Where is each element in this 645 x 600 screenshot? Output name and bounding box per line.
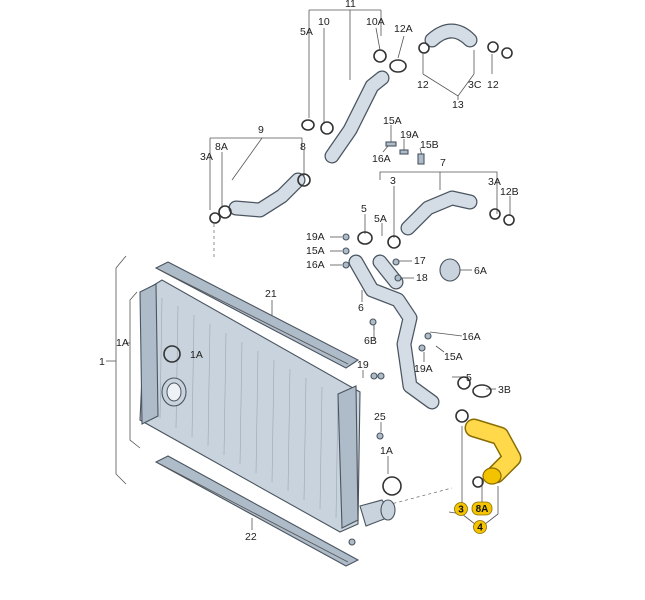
label-15A-low: 15A (444, 351, 463, 363)
label-15B: 15B (420, 139, 439, 151)
label-1A-low: 1A (380, 445, 393, 457)
highlighted-hose (464, 418, 522, 485)
badge-8A[interactable]: 8A (471, 501, 493, 516)
label-1A-inner: 1A (190, 349, 203, 361)
label-5A-mid: 5A (374, 213, 387, 225)
label-3A-right: 3A (488, 176, 501, 188)
label-12B: 12B (500, 186, 519, 198)
label-3A-left: 3A (200, 151, 213, 163)
intercooler-assembly (139, 261, 396, 567)
label-12-a: 12 (417, 79, 429, 91)
label-12A: 12A (394, 23, 413, 35)
label-3-right: 3 (390, 175, 396, 187)
label-6A: 6A (474, 265, 487, 277)
label-3B: 3B (498, 384, 511, 396)
part-labels: 11 10 10A 12A 5A 12 3C 12 13 9 8A 3A 8 1… (99, 0, 519, 543)
badge-4[interactable]: 4 (473, 520, 487, 534)
rings-and-clamps (163, 41, 515, 496)
label-1: 1 (99, 356, 105, 368)
bolts (342, 141, 432, 440)
label-13: 13 (452, 99, 464, 111)
badge-3-label: 3 (458, 505, 464, 516)
label-3C: 3C (468, 79, 482, 91)
badge-4-label: 4 (477, 523, 483, 534)
badge-8A-label: 8A (476, 504, 489, 515)
label-5-mid: 5 (361, 203, 367, 215)
highlight-badges: 3 8A 4 (454, 501, 493, 534)
label-25: 25 (374, 411, 386, 423)
label-11: 11 (345, 0, 356, 10)
label-5-low: 5 (466, 372, 472, 384)
label-19A-top: 19A (400, 129, 419, 141)
label-22: 22 (245, 531, 257, 543)
label-6B: 6B (364, 335, 377, 347)
label-15A-mid: 15A (306, 245, 325, 257)
label-19: 19 (357, 359, 369, 371)
label-6: 6 (358, 302, 364, 314)
label-16A-top: 16A (372, 153, 391, 165)
label-8: 8 (300, 141, 306, 153)
sensor-housing-icon (439, 258, 461, 282)
label-1A-outer: 1A (116, 337, 129, 349)
label-10: 10 (318, 16, 330, 28)
hoses (228, 23, 478, 410)
label-15A-top: 15A (383, 115, 402, 127)
badge-3[interactable]: 3 (454, 502, 468, 516)
label-19A-low: 19A (414, 363, 433, 375)
label-8A-left: 8A (215, 141, 228, 153)
label-7: 7 (440, 157, 446, 169)
label-19A-mid: 19A (306, 231, 325, 243)
leader-lines (106, 9, 511, 530)
label-18: 18 (416, 272, 428, 284)
label-9: 9 (258, 124, 264, 136)
label-5A-top: 5A (300, 26, 313, 38)
label-16A-mid: 16A (306, 259, 325, 271)
label-17: 17 (414, 255, 426, 267)
label-12-b: 12 (487, 79, 499, 91)
label-21: 21 (265, 288, 277, 300)
label-10A: 10A (366, 16, 385, 28)
label-16A-low: 16A (462, 331, 481, 343)
